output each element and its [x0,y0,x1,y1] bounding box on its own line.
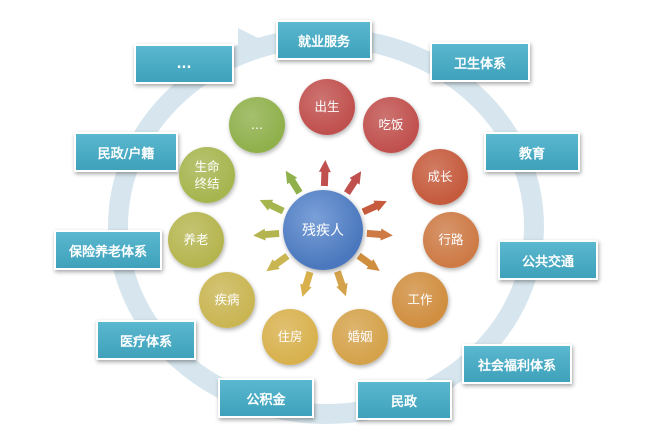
service-label: 教育 [518,146,545,162]
service-label: ... [176,56,192,72]
service-box-gonggong-jiaotong: 公共交通 [498,240,598,280]
stage-node-shengming-zhongjie: 生命 终结 [179,147,235,203]
ring-arrowhead [238,28,268,58]
stage-label: 吃饭 [378,117,404,133]
service-label: 民政 [390,394,417,410]
arrow-to-more [285,170,303,195]
service-box-minzheng-huji: 民政/户籍 [74,132,178,172]
stage-label: 行路 [438,232,464,248]
stage-label: 住房 [277,329,303,345]
stage-node-more: ... [229,97,285,153]
arrow-to-yanglao [253,228,280,241]
stage-label: 养老 [183,232,209,248]
arrow-to-jibing [266,253,290,272]
arrow-to-chusheng [318,160,331,187]
stage-label: 出生 [314,99,340,115]
service-box-more: ... [134,44,234,84]
service-label: 公积金 [246,392,286,408]
service-box-weisheng: 卫生体系 [430,42,530,82]
arrow-to-chifan [344,171,362,195]
stage-label: 工作 [407,292,433,308]
stage-label: 成长 [427,169,453,185]
stage-node-chusheng: 出生 [299,79,355,135]
service-box-jiaoyu: 教育 [484,132,580,172]
service-box-gongjijin: 公积金 [218,378,314,418]
stage-node-gongzuo: 工作 [392,272,448,328]
arrow-to-gongzuo [356,252,380,271]
stage-node-chifan: 吃饭 [363,97,419,153]
service-label: 公共交通 [521,254,574,270]
service-box-minzheng: 民政 [356,380,452,420]
stage-label: 生命 终结 [194,158,220,192]
service-box-baoxian-yanglao: 保险养老体系 [54,230,162,270]
stage-label: 婚姻 [347,329,373,345]
stage-node-yanglao: 养老 [168,212,224,268]
stage-node-zhufang: 住房 [262,309,318,365]
service-label: 民政/户籍 [97,146,155,162]
arrow-to-zhufang [300,271,314,297]
arrow-to-xinglu [366,228,393,241]
service-label: 社会福利体系 [477,358,556,374]
arrow-to-hunyin [334,270,348,297]
service-label: 医疗体系 [119,334,172,350]
service-label: 就业服务 [297,34,350,50]
arrow-to-chengzhang [361,200,387,215]
service-box-jiuye: 就业服务 [276,20,372,60]
stage-node-chengzhang: 成长 [412,149,468,205]
stage-label: ... [251,117,263,133]
arrow-to-shengming-zhongjie [259,199,285,215]
stage-node-hunyin: 婚姻 [332,309,388,365]
service-box-yiliao: 医疗体系 [96,320,196,360]
center-label: 残疾人 [302,223,344,239]
service-box-shehui-fuli: 社会福利体系 [462,344,572,384]
stage-node-jibing: 疾病 [199,272,255,328]
stage-node-xinglu: 行路 [423,212,479,268]
center-node: 残疾人 [283,190,363,270]
service-label: 保险养老体系 [68,244,147,260]
service-label: 卫生体系 [453,56,506,72]
stage-label: 疾病 [214,292,240,308]
